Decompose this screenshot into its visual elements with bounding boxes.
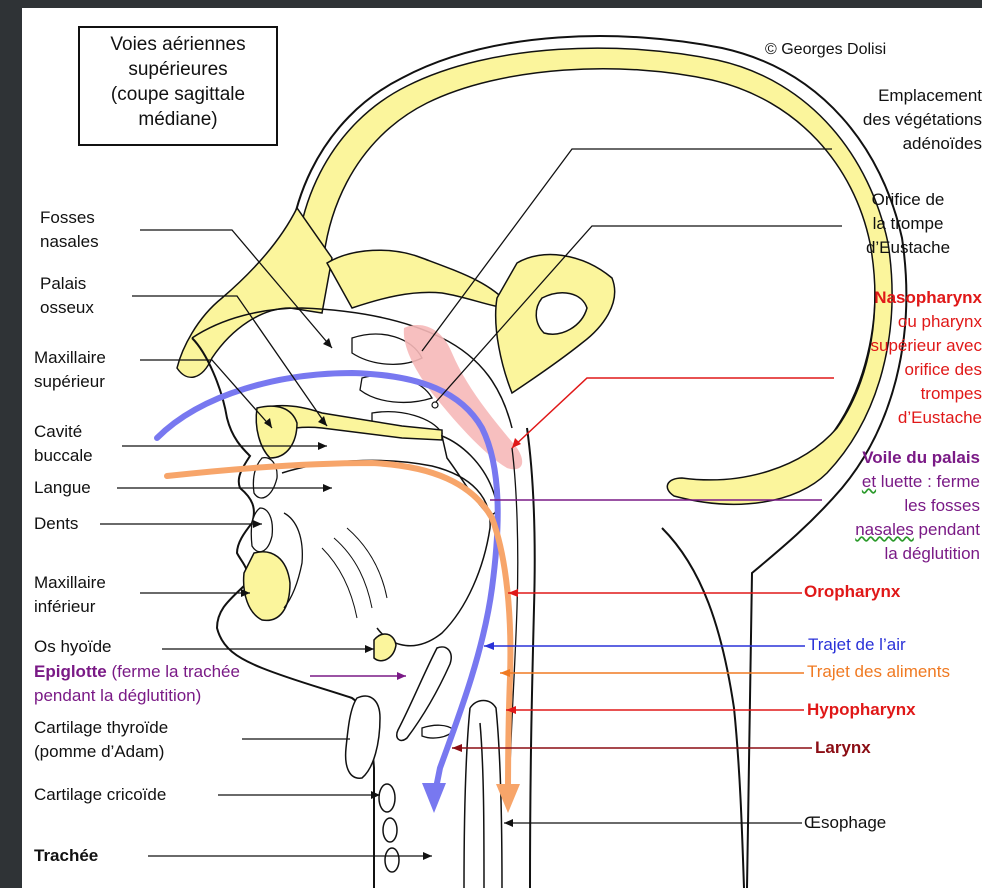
neck-outline bbox=[662, 528, 744, 888]
label-cartilage-cricoide: Cartilage cricoïde bbox=[34, 783, 166, 807]
label-epiglotte-note-1: (ferme la trachée bbox=[107, 662, 240, 681]
label-fosses-nasales: Fosses nasales bbox=[40, 206, 99, 254]
label-maxillaire-superieur: Maxillaire supérieur bbox=[34, 346, 106, 394]
esophagus bbox=[464, 701, 502, 888]
label-cartilage-thyroide: Cartilage thyroïde (pomme d’Adam) bbox=[34, 716, 168, 764]
title-line-3: (coupe sagittale bbox=[80, 82, 276, 107]
label-voile-du-palais: Voile du palais et luette : ferme les fo… bbox=[855, 446, 980, 566]
label-cavite-buccale: Cavité buccale bbox=[34, 420, 93, 468]
label-langue: Langue bbox=[34, 476, 91, 500]
air-arrow-head bbox=[422, 783, 446, 813]
title-line-4: médiane) bbox=[80, 107, 276, 132]
diagram-canvas: Voies aériennes supérieures (coupe sagit… bbox=[22, 8, 982, 888]
sphenoid bbox=[327, 250, 512, 308]
label-epiglotte: Epiglotte (ferme la trachée pendant la d… bbox=[34, 660, 240, 708]
trachea-rings bbox=[379, 784, 399, 872]
label-larynx: Larynx bbox=[815, 736, 871, 760]
label-trachee: Trachée bbox=[34, 844, 98, 868]
label-os-hyoide: Os hyoïde bbox=[34, 635, 112, 659]
label-vegetations: Emplacement des végétations adénoïdes bbox=[863, 84, 982, 156]
label-oropharynx: Oropharynx bbox=[804, 580, 900, 604]
title-line-2: supérieures bbox=[80, 57, 276, 82]
mandible bbox=[244, 552, 290, 621]
label-epiglotte-note-2: pendant la déglutition) bbox=[34, 684, 240, 708]
hyoid-bone bbox=[374, 634, 396, 661]
label-voile-title: Voile du palais bbox=[855, 446, 980, 470]
label-dents: Dents bbox=[34, 512, 78, 536]
lower-tooth bbox=[251, 508, 272, 552]
label-palais-osseux: Palais osseux bbox=[40, 272, 94, 320]
label-trompe: Orifice de la trompe d’Eustache bbox=[848, 188, 968, 260]
label-nasopharynx-title: Nasopharynx bbox=[870, 286, 982, 310]
label-epiglotte-name: Epiglotte bbox=[34, 662, 107, 681]
label-maxillaire-inferieur: Maxillaire inférieur bbox=[34, 571, 106, 619]
label-trajet-air: Trajet de l’air bbox=[808, 633, 906, 657]
food-arrow-head bbox=[496, 784, 520, 813]
nasal-bone bbox=[177, 208, 332, 377]
title-line-1: Voies aériennes bbox=[80, 32, 276, 57]
tongue-muscle-lines bbox=[322, 528, 387, 618]
pharynx-wall bbox=[527, 428, 535, 888]
label-oesophage: Œsophage bbox=[804, 811, 886, 835]
label-trajet-aliments: Trajet des aliments bbox=[807, 660, 950, 684]
diagram-title-box: Voies aériennes supérieures (coupe sagit… bbox=[78, 26, 278, 146]
label-nasopharynx: Nasopharynx ou pharynx supérieur avec or… bbox=[870, 286, 982, 430]
label-hypopharynx: Hypopharynx bbox=[807, 698, 916, 722]
copyright-text: © Georges Dolisi bbox=[765, 38, 886, 62]
maxilla bbox=[256, 406, 297, 458]
